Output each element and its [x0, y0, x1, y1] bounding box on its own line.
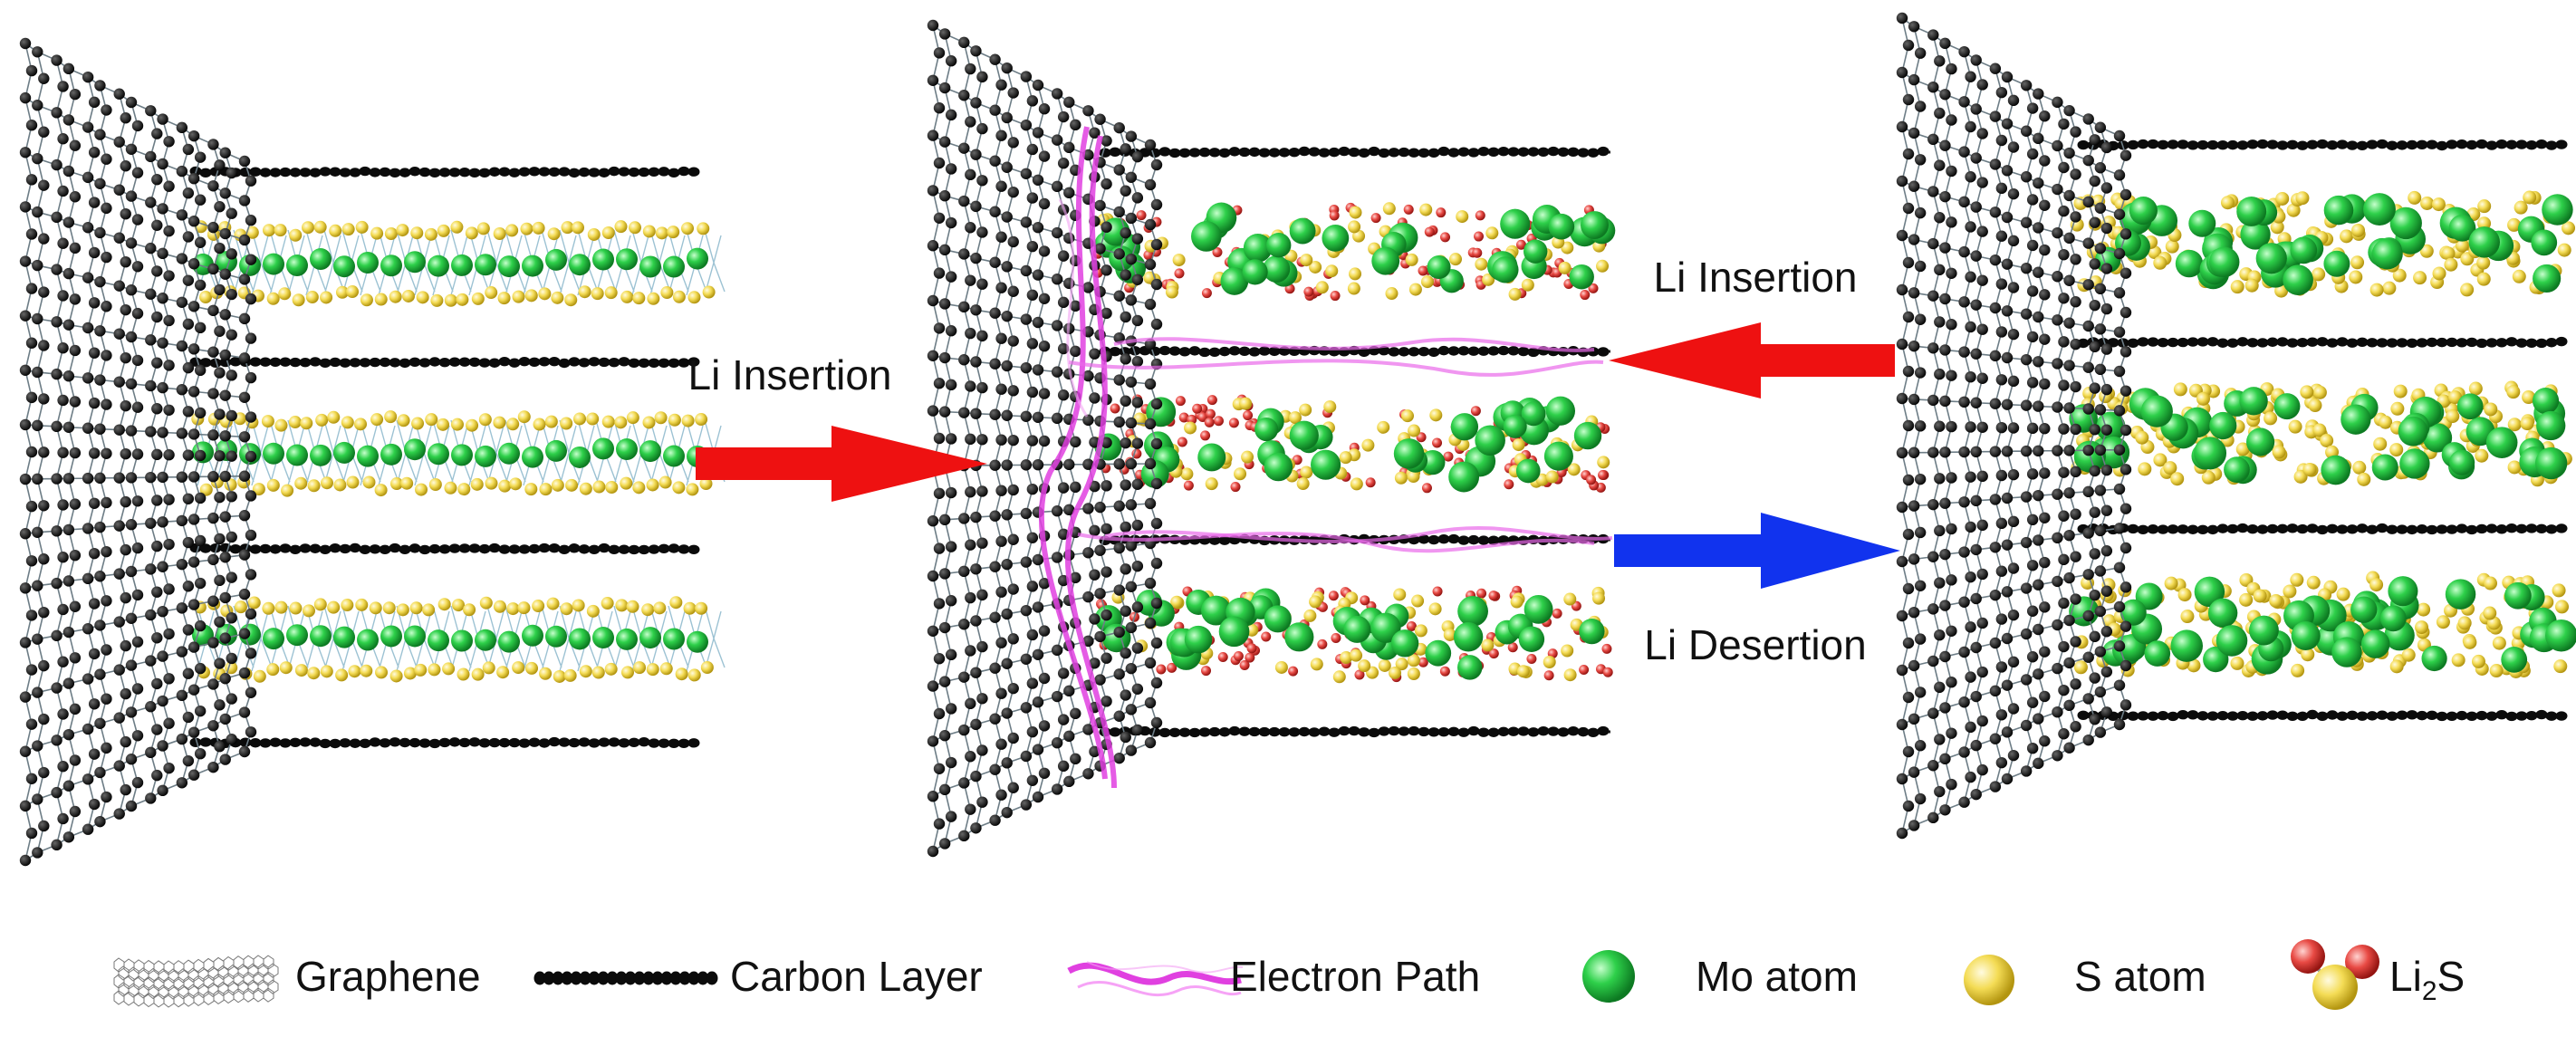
carbon-layer: [189, 166, 700, 178]
legend-li2s-label: Li2S: [2389, 953, 2465, 1006]
carbon-layer: [189, 736, 700, 749]
legend-s-atom-label: S atom: [2074, 953, 2206, 1000]
carbon-layer: [2077, 709, 2568, 722]
li2s-label-tail: S: [2437, 953, 2465, 1000]
carbon-layer: [189, 356, 700, 369]
graphene-icon: [113, 955, 279, 1008]
carbon-layer: [1099, 725, 1610, 738]
li2s-slab: [2069, 380, 2572, 487]
legend-electron-path-label: Electron Path: [1230, 953, 1480, 1000]
legend-graphene: Graphene: [113, 953, 481, 1008]
arrow-li-insertion-right: Li Insertion: [1609, 254, 1895, 398]
legend-carbon-layer-label: Carbon Layer: [730, 953, 983, 1000]
panel-pristine-mos2: [19, 37, 726, 867]
mos2-slab: [191, 410, 726, 497]
legend-mo-atom: Mo atom: [1582, 950, 1858, 1003]
mos2-slab: [192, 220, 726, 307]
graphene-sheet: [1896, 12, 2132, 840]
li2s-molecule-icon: [2291, 939, 2379, 1010]
red-arrow-right-icon: [696, 426, 987, 502]
li2s-slab: [2070, 190, 2576, 298]
legend-electron-path: Electron Path: [1067, 953, 1480, 1000]
carbon-layer: [2077, 139, 2568, 151]
li-insertion-label-right: Li Insertion: [1653, 254, 1857, 301]
li-insertion-label-left: Li Insertion: [687, 351, 891, 398]
lithiated-slab: [1091, 394, 1610, 494]
panel-lithiated: [927, 19, 1616, 858]
carbon-layer-icon: [533, 971, 718, 985]
legend: Graphene Carbon Layer Electron Path Mo a…: [113, 939, 2465, 1010]
legend-li2s: Li2S: [2291, 939, 2465, 1010]
electron-path-icon: [1067, 961, 1244, 997]
mos2-slab: [192, 596, 726, 683]
graphene-sheet: [19, 37, 257, 867]
arrow-li-desertion: Li Desertion: [1614, 513, 1900, 668]
graphene-sheet: [927, 19, 1163, 858]
s-atom-icon: [1964, 955, 2014, 1005]
mo-atom-icon: [1582, 950, 1635, 1003]
lithiated-slab: [1092, 202, 1616, 302]
carbon-layer: [2077, 336, 2568, 349]
legend-carbon-layer: Carbon Layer: [533, 953, 983, 1000]
li2s-label-subscript: 2: [2422, 976, 2437, 1006]
legend-graphene-label: Graphene: [295, 953, 481, 1000]
carbon-layer: [1099, 146, 1610, 158]
arrow-li-insertion-left: Li Insertion: [687, 351, 987, 502]
carbon-layer: [2077, 523, 2568, 535]
red-arrow-left-icon: [1609, 322, 1895, 398]
li2s-slab: [2069, 571, 2576, 678]
legend-mo-atom-label: Mo atom: [1696, 953, 1858, 1000]
carbon-layer: [189, 543, 700, 555]
li2s-label-base: Li: [2389, 953, 2422, 1000]
electron-path: [1038, 126, 1613, 789]
panel-li2s: [1896, 12, 2576, 840]
li-desertion-label: Li Desertion: [1644, 621, 1866, 668]
legend-s-atom: S atom: [1964, 953, 2206, 1005]
lithiated-slab: [1094, 585, 1613, 684]
blue-arrow-right-icon: [1614, 513, 1900, 589]
